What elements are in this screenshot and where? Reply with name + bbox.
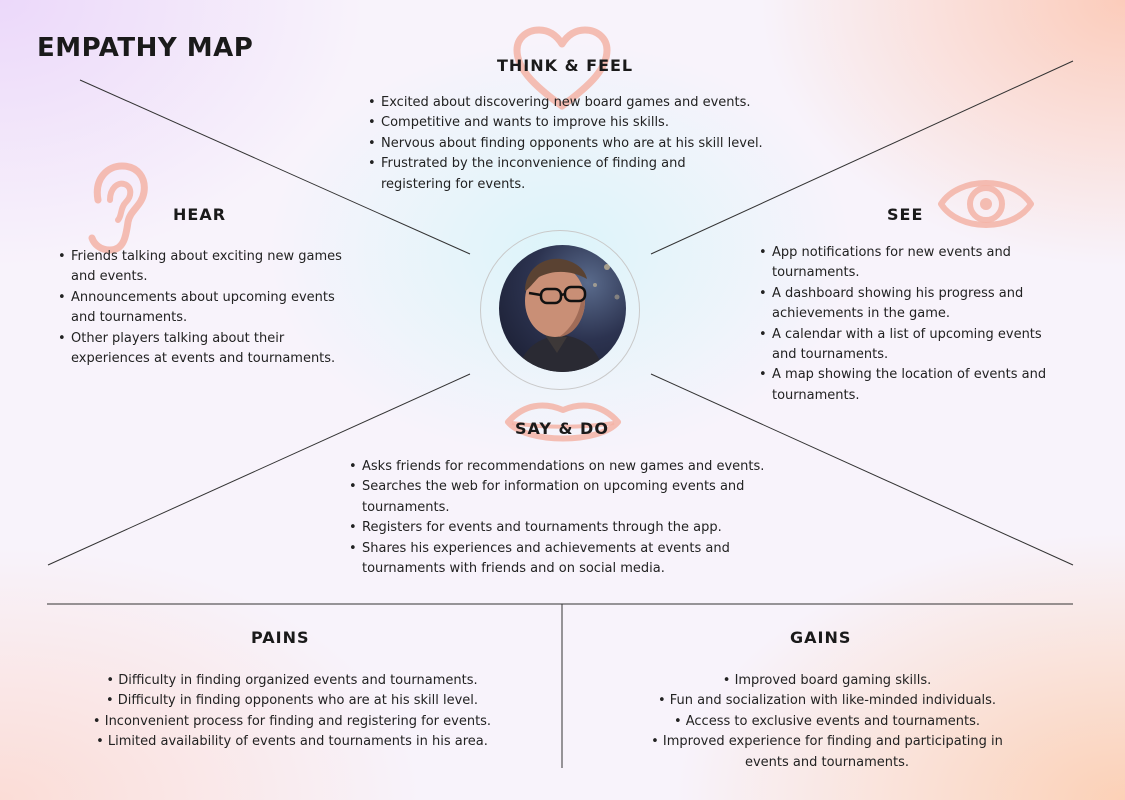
- eye-icon: [938, 180, 1034, 228]
- page-title: EMPATHY MAP: [37, 33, 254, 63]
- diagonal-line-top-left: [79, 79, 471, 255]
- list-item: • Access to exclusive events and tournam…: [673, 713, 981, 729]
- list-item: • Inconvenient process for finding and r…: [92, 713, 492, 729]
- list-item: Searches the web for information on upco…: [349, 477, 762, 518]
- list-item: App notifications for new events and tou…: [759, 243, 1059, 284]
- list-item: • Limited availability of events and tou…: [96, 734, 488, 750]
- diagonal-line-bottom-right: [650, 373, 1074, 566]
- list-item: Nervous about finding opponents who are …: [368, 134, 768, 155]
- list-item: Excited about discovering new board game…: [368, 93, 768, 114]
- say-do-list: Asks friends for recommendations on new …: [349, 457, 779, 579]
- avatar-photo: [499, 245, 626, 372]
- list-item: Shares his experiences and achievements …: [349, 539, 762, 580]
- avatar-ring: [480, 230, 640, 390]
- think-feel-heading: THINK & FEEL: [497, 56, 634, 75]
- diagonal-line-top-right: [650, 60, 1074, 255]
- see-list: App notifications for new events and tou…: [759, 243, 1059, 406]
- think-feel-list: Excited about discovering new board game…: [368, 93, 768, 195]
- list-item: Frustrated by the inconvenience of findi…: [368, 154, 701, 195]
- list-item: • Fun and socialization with like-minded…: [657, 693, 997, 709]
- list-item: Registers for events and tournaments thr…: [349, 518, 779, 539]
- list-item: Other players talking about their experi…: [58, 329, 350, 370]
- diagonal-line-bottom-left: [47, 373, 471, 566]
- pains-list: • Difficulty in finding organized events…: [62, 671, 522, 753]
- hear-heading: HEAR: [173, 205, 227, 224]
- list-item: A map showing the location of events and…: [759, 365, 1059, 406]
- person-illustration: [519, 258, 620, 372]
- list-item: • Difficulty in finding organized events…: [106, 673, 478, 688]
- heart-icon: [513, 26, 611, 110]
- list-item: A dashboard showing his progress and ach…: [759, 284, 1059, 325]
- gains-list: • Improved board gaming skills. • Fun an…: [612, 671, 1042, 773]
- list-item: Announcements about upcoming events and …: [58, 288, 350, 329]
- list-item: Friends talking about exciting new games…: [58, 247, 350, 288]
- see-heading: SEE: [887, 205, 924, 224]
- list-item: • Difficulty in finding opponents who ar…: [105, 693, 479, 709]
- hear-list: Friends talking about exciting new games…: [58, 247, 350, 369]
- lips-icon: [505, 402, 621, 442]
- list-item: Competitive and wants to improve his ski…: [368, 113, 768, 134]
- say-do-heading: SAY & DO: [515, 419, 609, 438]
- list-item: • Improved board gaming skills.: [722, 673, 932, 688]
- pains-heading: PAINS: [251, 628, 310, 647]
- ear-icon: [88, 162, 148, 254]
- list-item: A calendar with a list of upcoming event…: [759, 325, 1059, 366]
- list-item: • Improved experience for finding and pa…: [651, 734, 1003, 770]
- gains-heading: GAINS: [790, 628, 852, 647]
- list-item: Asks friends for recommendations on new …: [349, 457, 779, 478]
